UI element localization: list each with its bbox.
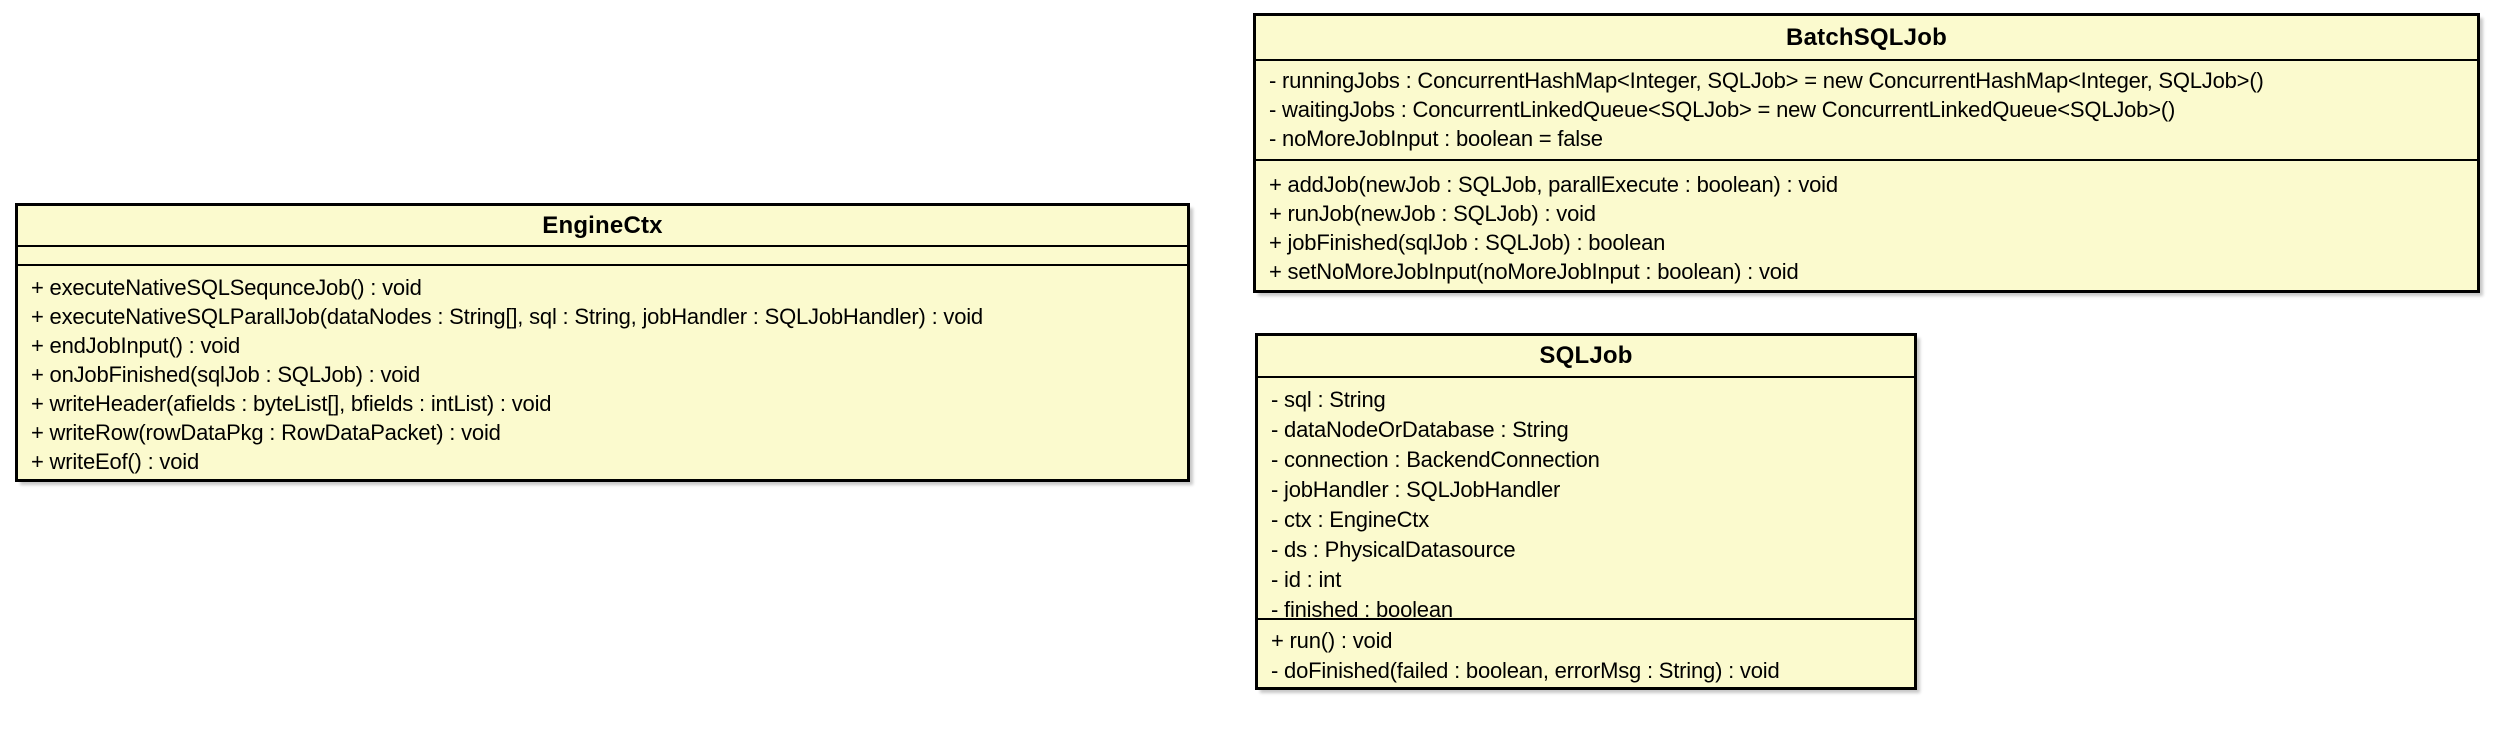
uml-attribute-row: - runningJobs : ConcurrentHashMap<Intege… bbox=[1269, 68, 2264, 93]
uml-method-row: + onJobFinished(sqlJob : SQLJob) : void bbox=[31, 362, 421, 387]
uml-attribute-row: - id : int bbox=[1271, 567, 1342, 592]
uml-attribute-row: - connection : BackendConnection bbox=[1271, 447, 1600, 472]
uml-method-row: + writeEof() : void bbox=[31, 449, 199, 474]
methods-compartment: + executeNativeSQLSequnceJob() : void + … bbox=[18, 266, 1187, 479]
uml-attribute-row: - jobHandler : SQLJobHandler bbox=[1271, 477, 1561, 502]
uml-attribute-row: - waitingJobs : ConcurrentLinkedQueue<SQ… bbox=[1269, 97, 2176, 122]
uml-attribute-row: - noMoreJobInput : boolean = false bbox=[1269, 126, 1603, 151]
uml-class-enginectx: EngineCtx + executeNativeSQLSequnceJob()… bbox=[15, 203, 1190, 482]
methods-compartment: + run() : void - doFinished(failed : boo… bbox=[1258, 620, 1914, 687]
attributes-compartment: - sql : String - dataNodeOrDatabase : St… bbox=[1258, 378, 1914, 620]
uml-method-row: + run() : void bbox=[1271, 628, 1393, 653]
uml-method-row: - doFinished(failed : boolean, errorMsg … bbox=[1271, 658, 1780, 683]
uml-method-row: + jobFinished(sqlJob : SQLJob) : boolean bbox=[1269, 230, 1666, 255]
uml-method-row: + addJob(newJob : SQLJob, parallExecute … bbox=[1269, 172, 1838, 197]
uml-method-row: + endJobInput() : void bbox=[31, 333, 241, 358]
uml-method-row: + runJob(newJob : SQLJob) : void bbox=[1269, 201, 1596, 226]
uml-class-sqljob: SQLJob - sql : String - dataNodeOrDataba… bbox=[1255, 333, 1917, 690]
uml-attribute-row: - ctx : EngineCtx bbox=[1271, 507, 1429, 532]
uml-attribute-row: - sql : String bbox=[1271, 387, 1386, 412]
uml-class-batchsqljob: BatchSQLJob - runningJobs : ConcurrentHa… bbox=[1253, 13, 2480, 293]
uml-method-row: + writeHeader(afields : byteList[], bfie… bbox=[31, 391, 552, 416]
methods-compartment: + addJob(newJob : SQLJob, parallExecute … bbox=[1256, 161, 2477, 290]
uml-attribute-row: - finished : boolean bbox=[1271, 597, 1453, 620]
uml-method-row: + setNoMoreJobInput(noMoreJobInput : boo… bbox=[1269, 259, 1799, 284]
class-title: EngineCtx bbox=[18, 206, 1187, 247]
uml-method-row: + writeRow(rowDataPkg : RowDataPacket) :… bbox=[31, 420, 501, 445]
uml-attribute-row: - dataNodeOrDatabase : String bbox=[1271, 417, 1569, 442]
uml-method-row: + executeNativeSQLSequnceJob() : void bbox=[31, 275, 422, 300]
uml-attribute-row: - ds : PhysicalDatasource bbox=[1271, 537, 1516, 562]
class-title: BatchSQLJob bbox=[1256, 16, 2477, 61]
attributes-compartment bbox=[18, 247, 1187, 266]
uml-method-row: + executeNativeSQLParallJob(dataNodes : … bbox=[31, 304, 983, 329]
attributes-compartment: - runningJobs : ConcurrentHashMap<Intege… bbox=[1256, 61, 2477, 161]
class-title: SQLJob bbox=[1258, 336, 1914, 378]
